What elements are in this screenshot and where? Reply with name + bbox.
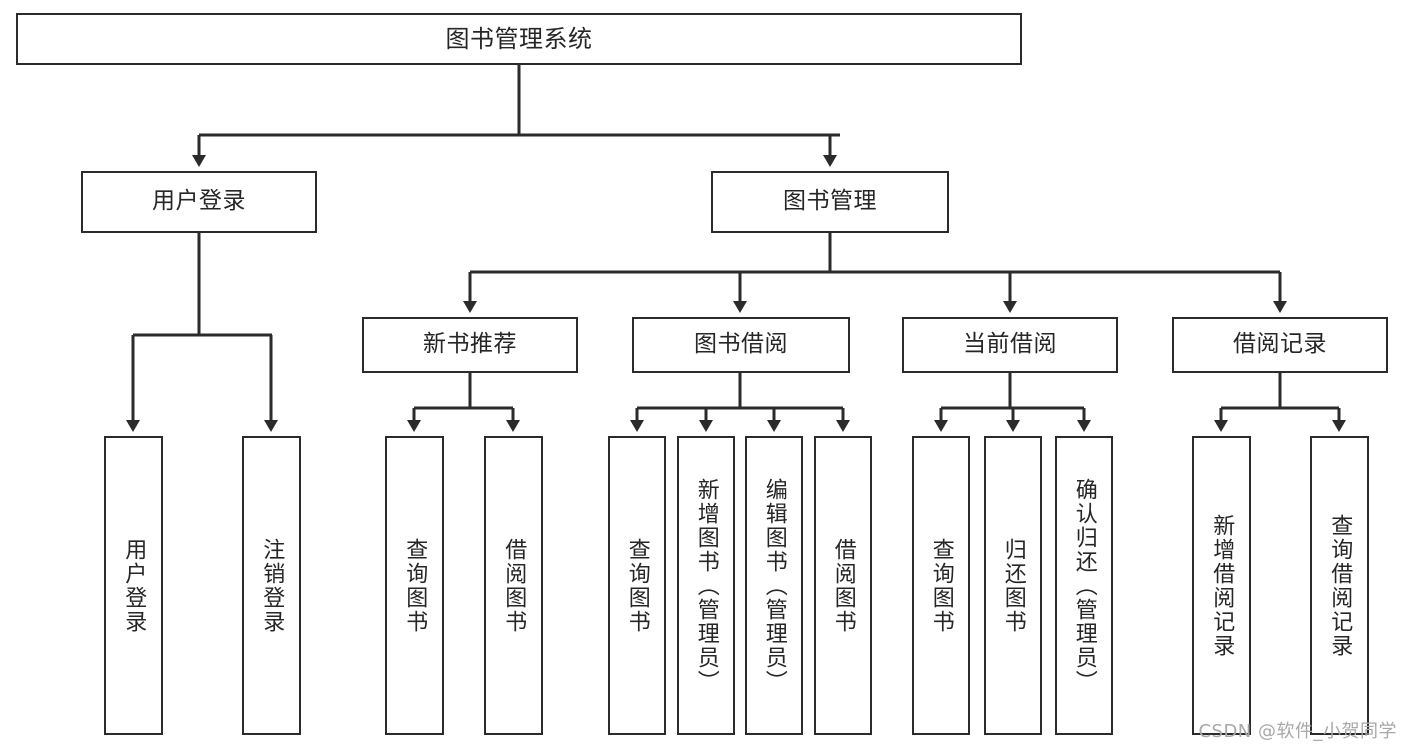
node-leaf-confirm-return-label: 确认归还（管理员）	[1071, 477, 1097, 694]
node-leaf-borrow-book-2-label: 借阅图书	[830, 537, 856, 634]
node-new-book-recommend-label: 新书推荐	[423, 331, 517, 358]
node-borrow-record-label: 借阅记录	[1233, 331, 1327, 358]
node-leaf-query-book-1-label: 查询图书	[402, 537, 428, 634]
node-leaf-borrow-book-1-label: 借阅图书	[501, 537, 527, 634]
node-leaf-edit-book-label: 编辑图书（管理员）	[761, 477, 787, 694]
node-leaf-return-book-label: 归还图书	[1000, 537, 1026, 634]
node-root-label: 图书管理系统	[445, 24, 593, 53]
node-leaf-add-borrow-record-label: 新增借阅记录	[1209, 513, 1235, 658]
node-leaf-add-borrow-record[interactable]: 新增借阅记录	[1192, 436, 1251, 735]
node-leaf-user-login-label: 用户登录	[121, 537, 147, 634]
node-leaf-borrow-book-1[interactable]: 借阅图书	[484, 436, 543, 735]
node-leaf-add-book-label: 新增图书（管理员）	[693, 477, 719, 694]
node-leaf-borrow-book-2[interactable]: 借阅图书	[814, 436, 872, 735]
node-user-login[interactable]: 用户登录	[81, 171, 317, 233]
node-book-borrow-label: 图书借阅	[694, 331, 788, 358]
node-leaf-user-login[interactable]: 用户登录	[104, 436, 163, 735]
node-root[interactable]: 图书管理系统	[16, 13, 1022, 65]
node-user-login-label: 用户登录	[152, 188, 246, 215]
node-leaf-query-book-1[interactable]: 查询图书	[385, 436, 444, 735]
node-leaf-query-borrow-record-label: 查询借阅记录	[1327, 513, 1353, 658]
node-leaf-query-book-3[interactable]: 查询图书	[912, 436, 970, 735]
node-book-manage[interactable]: 图书管理	[711, 171, 949, 233]
node-new-book-recommend[interactable]: 新书推荐	[362, 317, 578, 373]
node-borrow-record[interactable]: 借阅记录	[1172, 317, 1388, 373]
node-leaf-query-book-3-label: 查询图书	[928, 537, 954, 634]
node-leaf-add-book[interactable]: 新增图书（管理员）	[677, 436, 735, 735]
node-leaf-logout-label: 注销登录	[259, 537, 285, 634]
node-leaf-return-book[interactable]: 归还图书	[984, 436, 1042, 735]
node-current-borrow-label: 当前借阅	[963, 331, 1057, 358]
node-leaf-query-borrow-record[interactable]: 查询借阅记录	[1310, 436, 1369, 735]
node-leaf-query-book-2-label: 查询图书	[624, 537, 650, 634]
node-leaf-query-book-2[interactable]: 查询图书	[608, 436, 666, 735]
node-book-manage-label: 图书管理	[783, 188, 877, 215]
node-leaf-edit-book[interactable]: 编辑图书（管理员）	[745, 436, 803, 735]
node-leaf-confirm-return[interactable]: 确认归还（管理员）	[1055, 436, 1113, 735]
node-leaf-logout[interactable]: 注销登录	[242, 436, 301, 735]
node-book-borrow[interactable]: 图书借阅	[632, 317, 850, 373]
node-current-borrow[interactable]: 当前借阅	[902, 317, 1118, 373]
